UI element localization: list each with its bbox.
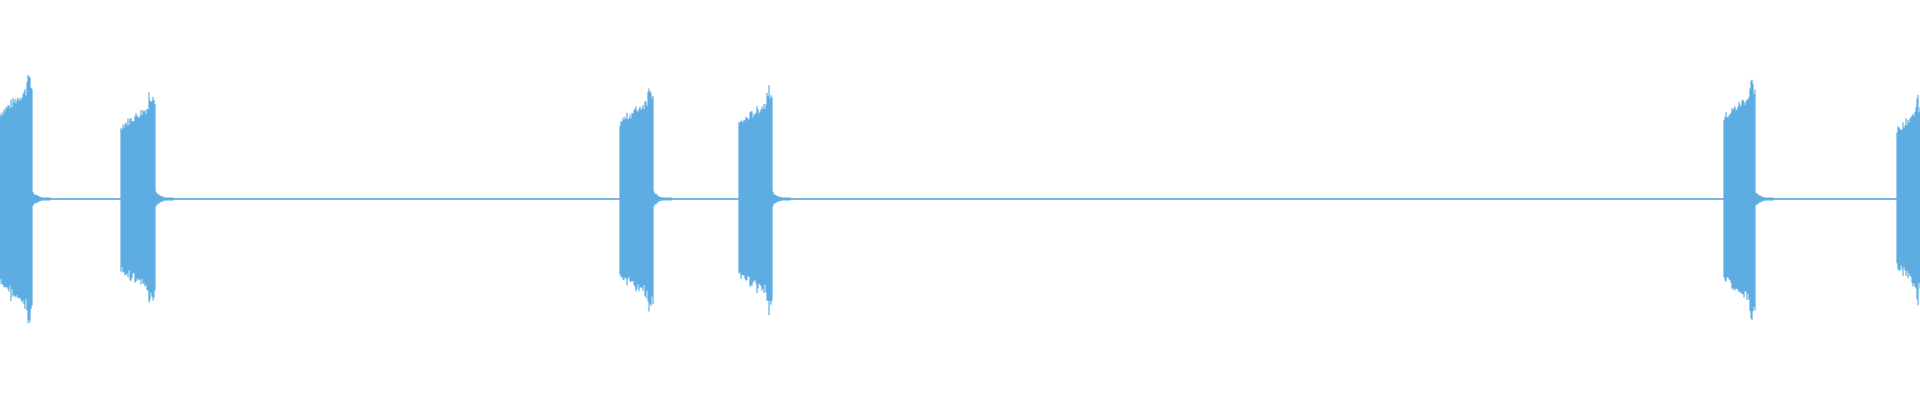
waveform-burst [120,92,174,303]
waveform-burst [1896,94,1920,306]
waveform-burst [0,75,51,324]
waveform-burst [1723,79,1774,320]
waveform-burst [619,88,672,312]
waveform-burst [738,85,791,316]
waveform-bursts [0,75,1920,324]
